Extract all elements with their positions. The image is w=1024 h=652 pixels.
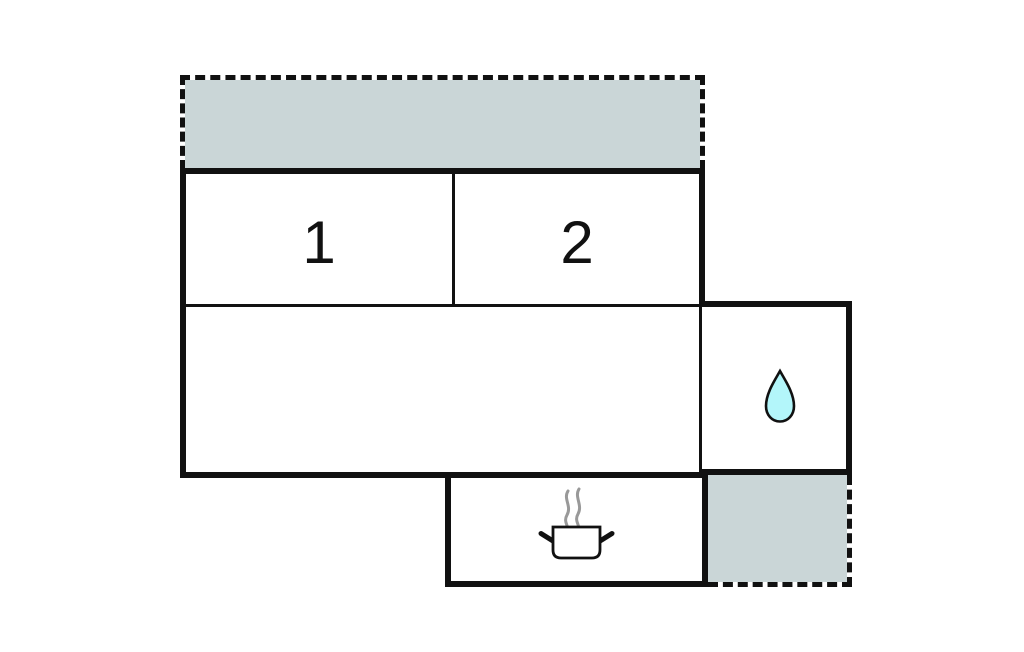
- room-bedroom-1: 1: [186, 174, 455, 304]
- terrace-top-area: [180, 75, 705, 170]
- terrace-bottom-area: [708, 475, 852, 587]
- main-building: 1 2: [180, 168, 705, 478]
- bedroom-2-label: 2: [560, 209, 594, 276]
- bedroom-row: 1 2: [186, 174, 699, 307]
- room-bedroom-2: 2: [455, 174, 699, 304]
- water-drop-icon: [764, 368, 796, 423]
- bedroom-1-label: 1: [302, 209, 336, 276]
- room-bathroom: [699, 301, 852, 475]
- room-living: [186, 307, 699, 472]
- cooking-pot-icon: [538, 487, 615, 560]
